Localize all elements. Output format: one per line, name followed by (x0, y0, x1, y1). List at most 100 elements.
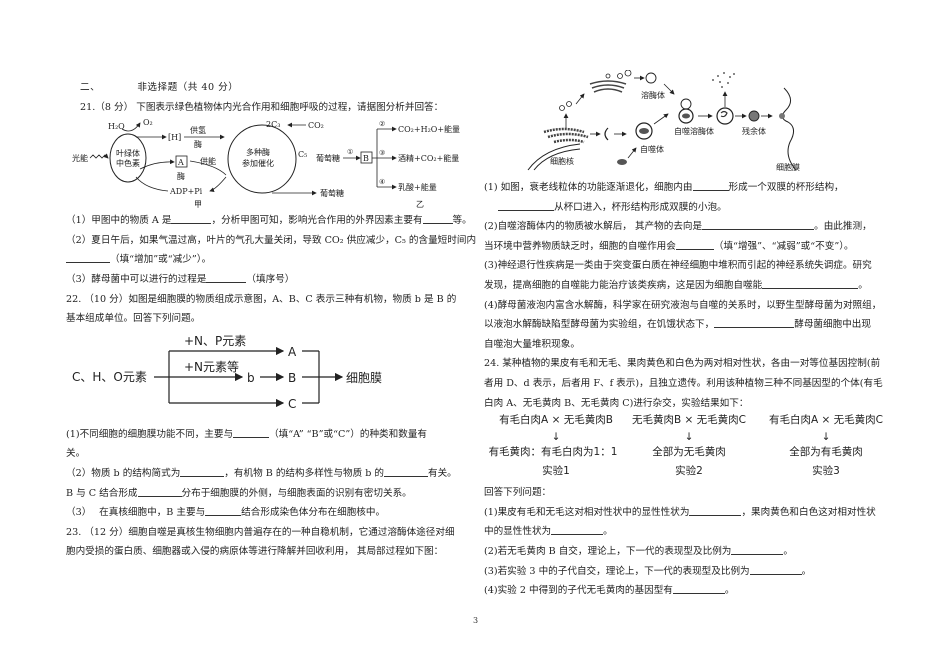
cycle-label-2: 参加催化 (242, 158, 274, 168)
section-label: 二、 (80, 82, 101, 93)
q22-p3-text-a: （3） 在真核细胞中，B 主要与 (66, 507, 206, 519)
q23-p2-text-a: (2)自噬溶酶体内的物质被水解后， 其产物的去向是 (484, 221, 703, 233)
answer-blank[interactable] (66, 252, 110, 264)
np-elements-label: +N、P元素 (184, 334, 246, 348)
residual-body-icon (748, 110, 760, 122)
experiment-3: 有毛白肉A × 无毛黄肉C ↓ 全部为有毛黄肉 实验3 (756, 411, 896, 482)
step-4-label: ④ (379, 178, 385, 186)
section-heading: 二、 非选择题（共 40 分） (66, 78, 478, 98)
substance-c-label: C (288, 397, 296, 411)
down-arrow-icon: ↓ (821, 430, 831, 443)
box-b (360, 151, 373, 164)
q24-stem-1: 24. 某种植物的果皮有毛和无毛、果肉黄色和白色为两对相对性状，各由一对等位基因… (484, 358, 881, 370)
q24-p4-text-b: 。 (724, 585, 735, 597)
left-column: 二、 非选择题（共 40 分） 21.（8 分） 下图表示绿色植物体内光合作用和… (66, 78, 478, 562)
q23-part4-cont: 以液泡水解酶缺陷型酵母菌为实验组，在饥饿状态下，酵母菌细胞中出现 (484, 315, 896, 335)
h-label: [H] (168, 133, 181, 142)
q24-part1-cont: 中的显性性状为。 (484, 522, 896, 542)
caption-jia: 甲 (194, 200, 202, 209)
substance-b-label: B (288, 371, 296, 385)
q22-diagram: C、H、O元素 +N、P元素 +N元素等 b A B C 细胞膜 (72, 334, 382, 411)
answer-blank[interactable] (749, 564, 802, 575)
q22-p2-text-a: （2）物质 b 的结构简式为 (66, 467, 181, 479)
label-3: 实验3 (812, 465, 840, 478)
pigment-label-1: 叶绿体 (116, 148, 140, 158)
answer-blank[interactable] (675, 239, 714, 250)
box-a-label: A (177, 158, 184, 167)
q24-p2-text-b: 。 (783, 545, 793, 557)
q22-stem-1: 22. （10 分）如图是细胞膜的物质组成示意图，A、B、C 表示三种有机物，物… (66, 293, 457, 305)
answer-blank[interactable] (205, 505, 242, 517)
answer-blank[interactable] (384, 466, 428, 477)
q21-stem: 21.（8 分） 下图表示绿色植物体内光合作用和细胞呼吸的过程，请据图分析并回答… (80, 101, 444, 113)
chloroplast-ellipse (109, 133, 147, 183)
cross-3: 有毛白肉A × 无毛黄肉C (769, 414, 883, 427)
q23-stem-1: 23. （12 分）细胞自噬是真核生物细胞内普遍存在的一种自稳机制，它通过溶酶体… (66, 526, 455, 538)
q24-p2-text-a: (2)若无毛黄肉 B 自交，理论上，下一代的表现型及比例为 (484, 545, 732, 557)
q22-p2-text-e: 分布于细胞膜的外侧，与细胞表面的识别有密切关系。 (181, 487, 412, 499)
q23-p2-text-b: 。由此推测， (814, 221, 872, 233)
digest-products-icon (712, 72, 735, 88)
q22-part1: (1)不同细胞的细胞膜功能不同，主要与（填“A” “B”或“C”）的种类和数量有 (66, 425, 478, 445)
answer-blank[interactable] (233, 427, 270, 438)
q21-diagrams: 光能 叶绿体 中色素 H₂O O₂ [H] 供氢 酶 A 酶 供能 (72, 118, 460, 209)
cell-membrane-label: 细胞膜 (346, 371, 382, 385)
answer-blank[interactable] (762, 278, 859, 289)
answer-blank[interactable] (689, 505, 742, 516)
autolysosome-label: 自噬溶酶体 (674, 126, 714, 136)
q21-p3-text-a: （3）酵母菌中可以进行的过程是 (66, 273, 207, 285)
answer-blank[interactable] (171, 213, 212, 225)
q24-prompt: 回答下列问题： (484, 487, 552, 499)
answer-blank[interactable] (672, 583, 725, 595)
answer-blank[interactable] (692, 180, 729, 191)
q21-part3: （3）酵母菌中可以进行的过程是（填序号） (66, 270, 478, 290)
substance-a-label: A (288, 345, 297, 359)
membrane-label: 细胞膜 (776, 162, 800, 172)
q24-stem-2: 者用 D、d 表示，后者用 F、f 表示)，且独立遗传。利用该种植物三种不同基因… (484, 377, 883, 389)
q23-p4-text-b: 以液泡水解酶缺陷型酵母菌为实验组，在饥饿状态下， (484, 319, 715, 331)
cell-membrane-icon (782, 87, 797, 171)
lactic-output: 乳酸+能量 (398, 182, 437, 192)
cross-2: 无毛黄肉B × 无毛黄肉C (631, 414, 746, 427)
nucleus-label: 细胞核 (550, 156, 574, 166)
q23-part3: (3)神经退行性疾病是一类由于突变蛋白质在神经细胞中堆积而引起的神经系统失调症。… (484, 260, 872, 272)
q23-p2-text-c: 当环境中营养物质缺乏时，细胞的自噬作用会 (484, 240, 676, 252)
o2-label: O₂ (143, 118, 153, 127)
q22-part1-cont: 关。 (66, 448, 86, 460)
answer-blank[interactable] (714, 317, 795, 329)
q23-autophagy-diagram: 细胞核 溶酶体 自噬体 (527, 70, 800, 172)
residual-body-label: 残余体 (742, 126, 766, 136)
q24-stem-3: 白肉 A、无毛黄肉 B、无毛黄肉 C)进行杂交，实验结果如下： (484, 397, 749, 409)
q23-part3-cont: 发现，提高细胞的自噬能力能治疗该类疾病，这是因为细胞自噬能。 (484, 276, 896, 296)
answer-blank[interactable] (498, 200, 554, 211)
answer-blank[interactable] (551, 524, 604, 536)
q22-p3-text-b: 结合形成染色体分布在细胞核中。 (241, 507, 386, 519)
q23-stem-2: 胞内受损的蛋白质、细胞器或入侵的病原体等进行降解并回收利用， 其局部过程如下图： (66, 546, 444, 558)
q24-p4-text-a: (4)实验 2 中得到的子代无毛黄肉的基因型有 (484, 585, 673, 597)
cycle-label-1: 多种酶 (246, 147, 270, 157)
answer-blank[interactable] (422, 213, 453, 225)
answer-blank[interactable] (137, 486, 182, 497)
glucose-label: 葡萄糖 (320, 188, 344, 198)
answer-blank[interactable] (731, 544, 784, 555)
box-a (175, 155, 188, 168)
answer-blank[interactable] (180, 466, 225, 477)
caption-yi: 乙 (416, 200, 424, 209)
q24-crosses: 有毛白肉A × 无毛黄肉B ↓ 有毛黄肉：有毛白肉为1：1 实验1 无毛黄肉B … (484, 411, 896, 477)
q23-part1-cont: 从杯口进入，杯形结构形成双膜的小泡。 (484, 198, 896, 218)
step-3-label: ③ (379, 149, 385, 157)
n-elements-label: +N元素等 (184, 360, 239, 374)
q22-part2: （2）物质 b 的结构简式为，有机物 B 的结构多样性与物质 b 的有关。 (66, 464, 478, 484)
adp-label: ADP+Pi (169, 187, 203, 196)
nucleus-er-icon (527, 127, 589, 171)
pigment-label-2: 中色素 (116, 158, 140, 168)
q24-p1-text-b: ，果肉黄色和白色这对相对性状 (741, 506, 876, 518)
right-column: 细胞核 溶酶体 自噬体 (484, 70, 896, 601)
answer-blank[interactable] (206, 272, 247, 283)
phagophore-icon (604, 127, 609, 141)
label-2: 实验2 (675, 465, 703, 478)
q23-p2-text-d: （填“增强”、“减弱”或“不变”）。 (713, 240, 854, 252)
q22-p1-text-a: (1)不同细胞的细胞膜功能不同，主要与 (66, 428, 234, 440)
answer-blank[interactable] (702, 219, 815, 231)
